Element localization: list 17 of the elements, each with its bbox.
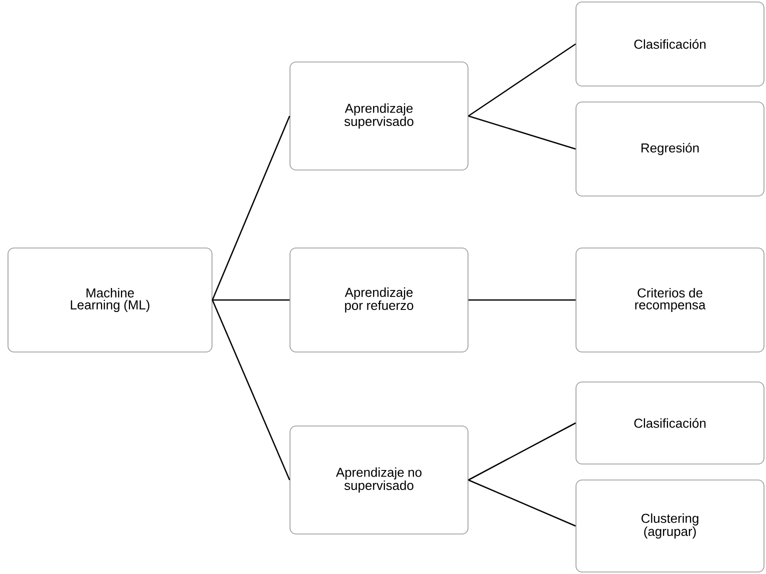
connector-line xyxy=(468,299,576,301)
rounded-box: Clasificación xyxy=(576,2,764,86)
connector-line xyxy=(212,299,290,301)
connector-line xyxy=(468,43,576,117)
rounded-box: Clasificación xyxy=(576,382,764,464)
rounded-box: Machine Learning (ML) xyxy=(8,248,212,352)
rounded-box: Criterios de recompensa xyxy=(576,248,764,352)
connector-line xyxy=(468,115,576,150)
rounded-box: Aprendizaje supervisado xyxy=(290,62,468,170)
connector-line xyxy=(212,300,290,480)
connector-line xyxy=(468,479,576,527)
rounded-box: Aprendizaje por refuerzo xyxy=(290,248,468,352)
rounded-box: Clustering (agrupar) xyxy=(576,480,764,572)
connector-line xyxy=(468,422,576,481)
rounded-box: Regresión xyxy=(576,102,764,196)
rounded-box: Aprendizaje no supervisado xyxy=(290,426,468,534)
connector-line xyxy=(212,116,290,300)
